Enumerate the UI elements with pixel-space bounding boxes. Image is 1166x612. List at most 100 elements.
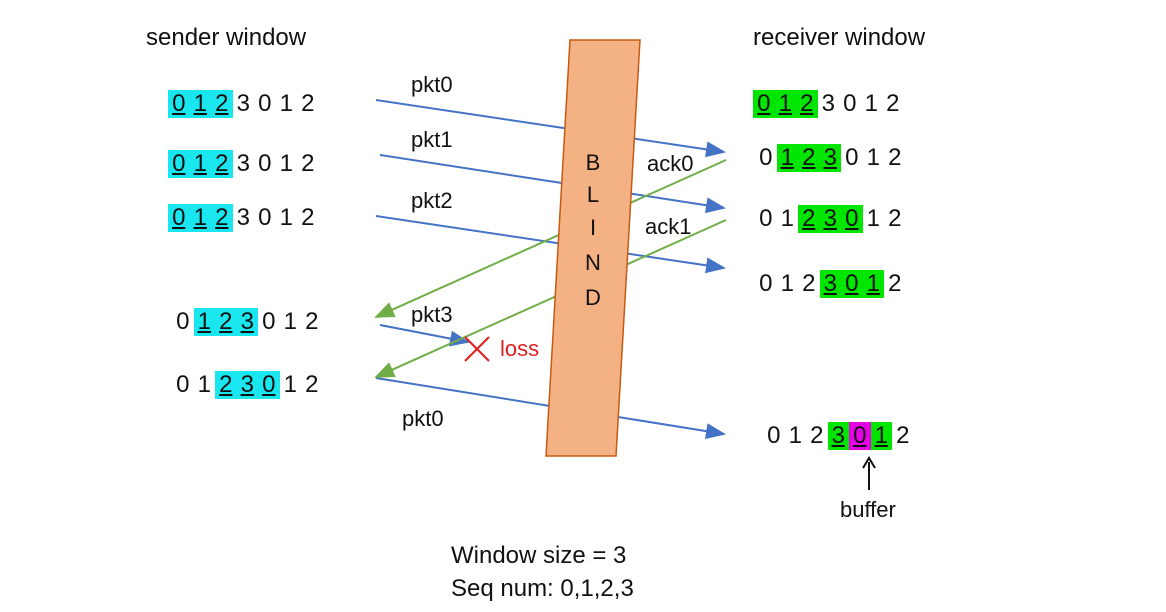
receiver-seq-cell: 1 — [788, 422, 802, 449]
blind-letter: I — [589, 215, 597, 240]
sender-seq-cell: 3 — [236, 150, 250, 177]
blind-letter: N — [585, 250, 601, 275]
sender-window-title: sender window — [146, 24, 307, 51]
receiver-seq-cell: 0 — [759, 205, 773, 232]
ack1-arrow — [374, 219, 727, 378]
sender-seq-cell: 1 — [197, 371, 211, 398]
blind-letter: L — [586, 182, 600, 207]
buffer-arrowhead — [862, 456, 876, 469]
receiver-seq-cell: 2 — [886, 90, 900, 117]
ack0-label: ack0 — [647, 151, 694, 176]
receiver-seq-cell: 0 — [849, 422, 871, 450]
receiver-seq-cell: 0 — [767, 422, 781, 449]
loss-x-icon — [464, 336, 490, 362]
blind-wall — [545, 39, 641, 457]
window-size-text: Window size = 3 — [451, 542, 627, 569]
sender-seq-cell: 0 — [176, 308, 190, 335]
sender-seq-cell: 1 — [279, 204, 293, 231]
pkt3-arrow — [379, 324, 470, 347]
receiver-seq-cell: 0 — [845, 144, 859, 171]
pkt0-label: pkt0 — [411, 72, 453, 97]
pkt2-arrow — [375, 215, 726, 274]
receiver-seq-cell: 1 — [780, 205, 794, 232]
sender-seq-cell: 1 — [189, 204, 211, 232]
receiver-seq-cell: 0 — [759, 270, 773, 297]
pkt0-retransmit-label: pkt0 — [402, 406, 444, 431]
receiver-seq-cell: 2 — [888, 205, 902, 232]
sender-seq-cell: 0 — [176, 371, 190, 398]
sender-seq-cell: 0 — [258, 204, 272, 231]
pkt3-label: pkt3 — [411, 302, 453, 327]
receiver-seq-cell: 3 — [819, 205, 841, 233]
sender-seq-cell: 3 — [236, 371, 258, 399]
sender-seq-cell: 2 — [211, 90, 233, 118]
receiver-seq-cell: 0 — [841, 270, 863, 298]
sender-seq-cell: 2 — [215, 308, 237, 336]
sender-seq-cell: 2 — [301, 150, 315, 177]
buffer-label: buffer — [840, 497, 896, 522]
receiver-window-title: receiver window — [753, 24, 926, 51]
pkt0-arrow — [375, 99, 726, 158]
sender-seq-cell: 1 — [189, 90, 211, 118]
blind-letter: D — [585, 285, 601, 310]
sender-seq-cell: 1 — [279, 150, 293, 177]
receiver-seq-cell: 1 — [866, 144, 880, 171]
pkt1-label: pkt1 — [411, 127, 453, 152]
sender-seq-cell: 2 — [301, 204, 315, 231]
sender-seq-cell: 2 — [211, 150, 233, 178]
receiver-seq-cell: 0 — [843, 90, 857, 117]
receiver-seq-cell: 1 — [866, 205, 880, 232]
receiver-seq-cell: 2 — [796, 90, 818, 118]
sender-seq-cell: 2 — [305, 308, 319, 335]
sender-seq-cell: 0 — [168, 150, 190, 178]
sender-seq-cell: 3 — [236, 308, 258, 336]
sender-seq-cell: 3 — [236, 90, 250, 117]
sender-seq-cell: 0 — [168, 204, 190, 232]
sender-seq-cell: 0 — [258, 90, 272, 117]
receiver-seq-cell: 2 — [896, 422, 910, 449]
receiver-seq-cell: 1 — [864, 90, 878, 117]
loss-label: loss — [500, 336, 540, 361]
sender-seq-cell: 1 — [283, 308, 297, 335]
sender-seq-cell: 2 — [211, 204, 233, 232]
receiver-seq-cell: 2 — [798, 205, 820, 233]
receiver-seq-cell: 0 — [841, 205, 863, 233]
receiver-seq-cell: 1 — [774, 90, 796, 118]
sender-seq-cell: 0 — [262, 308, 276, 335]
seq-num-text: Seq num: 0,1,2,3 — [451, 575, 634, 602]
receiver-seq-cell: 2 — [798, 144, 820, 172]
receiver-seq-cell: 2 — [888, 144, 902, 171]
ack1-label: ack1 — [645, 214, 692, 239]
receiver-seq-cell: 1 — [780, 270, 794, 297]
receiver-seq-cell: 0 — [753, 90, 775, 118]
receiver-seq-cell: 3 — [827, 422, 849, 450]
sender-seq-cell: 1 — [189, 150, 211, 178]
receiver-seq-cell: 2 — [810, 422, 824, 449]
receiver-seq-cell: 0 — [759, 144, 773, 171]
receiver-seq-cell: 1 — [776, 144, 798, 172]
sender-seq-cell: 2 — [301, 90, 315, 117]
sender-seq-cell: 0 — [258, 371, 280, 399]
sender-seq-cell: 1 — [283, 371, 297, 398]
sender-seq-cell: 0 — [258, 150, 272, 177]
receiver-seq-cell: 2 — [802, 270, 816, 297]
sender-seq-cell: 3 — [236, 204, 250, 231]
receiver-seq-cell: 3 — [819, 144, 841, 172]
sender-seq-cell: 1 — [279, 90, 293, 117]
receiver-seq-cell: 3 — [819, 270, 841, 298]
ack0-arrow — [374, 159, 727, 318]
pkt1-arrow — [379, 154, 726, 214]
sender-seq-cell: 0 — [168, 90, 190, 118]
receiver-seq-cell: 1 — [870, 422, 892, 450]
